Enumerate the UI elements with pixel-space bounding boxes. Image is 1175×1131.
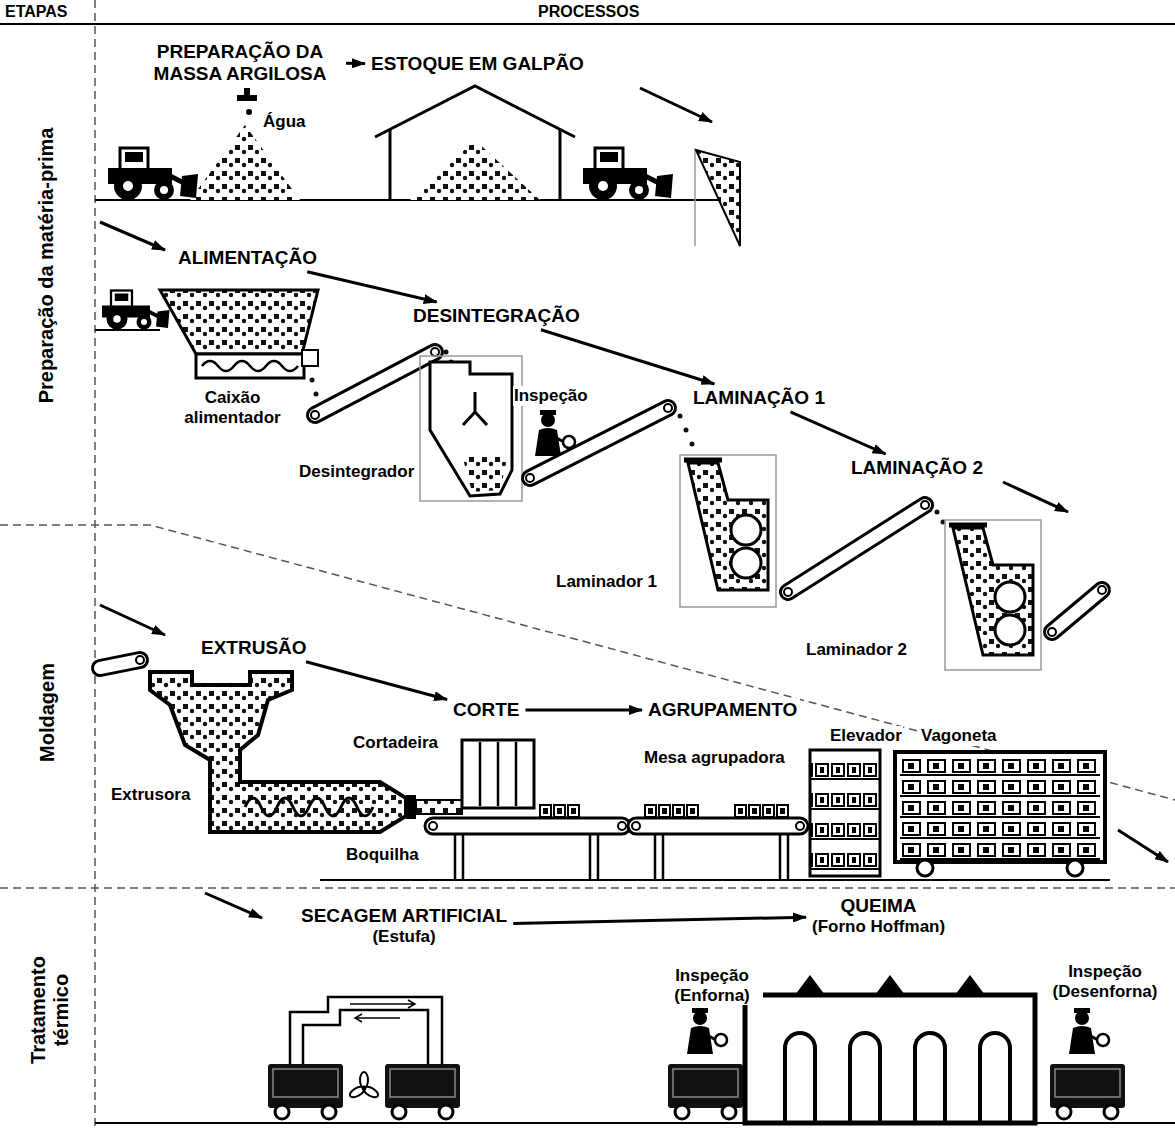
- process-step: AGRUPAMENTO: [645, 698, 800, 722]
- step-title: QUEIMA: [812, 895, 945, 917]
- preparation-machines: [95, 222, 1106, 670]
- part-label: Inspeção (Desenforna): [1046, 962, 1164, 1001]
- process-step: DESINTEGRAÇÃO: [410, 304, 583, 328]
- step-title: ALIMENTAÇÃO: [178, 247, 317, 269]
- step-title: SECAGEM ARTIFICIAL: [301, 905, 507, 927]
- part-label: Elevador: [829, 726, 903, 746]
- step-title: EXTRUSÃO: [201, 637, 307, 659]
- process-step: LAMINAÇÃO 1: [690, 386, 828, 410]
- step-subtitle: (Estufa): [301, 927, 507, 947]
- process-step: QUEIMA(Forno Hoffman): [809, 894, 948, 937]
- flow-arrow: [790, 412, 885, 454]
- process-step: LAMINAÇÃO 2: [848, 456, 986, 480]
- part-label: Laminador 1: [555, 572, 658, 592]
- process-step: SECAGEM ARTIFICIAL(Estufa): [298, 904, 510, 947]
- part-label: Cortadeira: [352, 733, 439, 753]
- step-title: LAMINAÇÃO 2: [851, 457, 983, 479]
- process-step: EXTRUSÃO: [198, 636, 310, 660]
- part-label: PROCESSOS: [537, 3, 640, 21]
- stage-label: Moldagem: [36, 662, 59, 763]
- step-title: LAMINAÇÃO 1: [693, 387, 825, 409]
- flow-arrow: [346, 62, 365, 65]
- step-title: CORTE: [453, 699, 520, 721]
- part-label: Mesa agrupadora: [643, 748, 786, 768]
- raw-material-row: [95, 86, 740, 246]
- part-label: Inspeção: [513, 386, 589, 406]
- flow-arrow: [541, 330, 714, 384]
- flow-arrow: [526, 708, 643, 711]
- step-subtitle: (Forno Hoffman): [812, 917, 945, 937]
- part-label: Laminador 2: [805, 640, 908, 660]
- part-label: ETAPAS: [4, 3, 69, 21]
- stage-label: Preparação da matéria-prima: [35, 127, 58, 405]
- moulding-machines: [100, 605, 1168, 880]
- step-title: AGRUPAMENTO: [648, 699, 797, 721]
- part-label: Caixão alimentador: [169, 388, 296, 427]
- process-step: ESTOQUE EM GALPÃO: [368, 52, 587, 76]
- step-title: DESINTEGRAÇÃO: [413, 305, 580, 327]
- process-step: PREPARAÇÃO DA MASSA ARGILOSA: [137, 40, 343, 86]
- part-label: Água: [262, 112, 307, 132]
- stage-label: Tratamento térmico: [27, 944, 73, 1076]
- part-label: Vagoneta: [920, 726, 998, 746]
- part-label: Boquilha: [345, 845, 420, 865]
- flow-arrow: [307, 272, 437, 302]
- step-title: PREPARAÇÃO DA MASSA ARGILOSA: [140, 41, 340, 85]
- part-label: Desintegrador: [298, 462, 415, 482]
- flow-arrow: [306, 662, 447, 700]
- step-title: ESTOQUE EM GALPÃO: [371, 53, 584, 75]
- part-label: Extrusora: [110, 785, 191, 805]
- part-label: Inspeção (Enforna): [661, 966, 763, 1005]
- process-step: CORTE: [450, 698, 523, 722]
- flow-arrow: [513, 917, 806, 923]
- process-step: ALIMENTAÇÃO: [175, 246, 320, 270]
- thermal-treatment: [205, 893, 1125, 1123]
